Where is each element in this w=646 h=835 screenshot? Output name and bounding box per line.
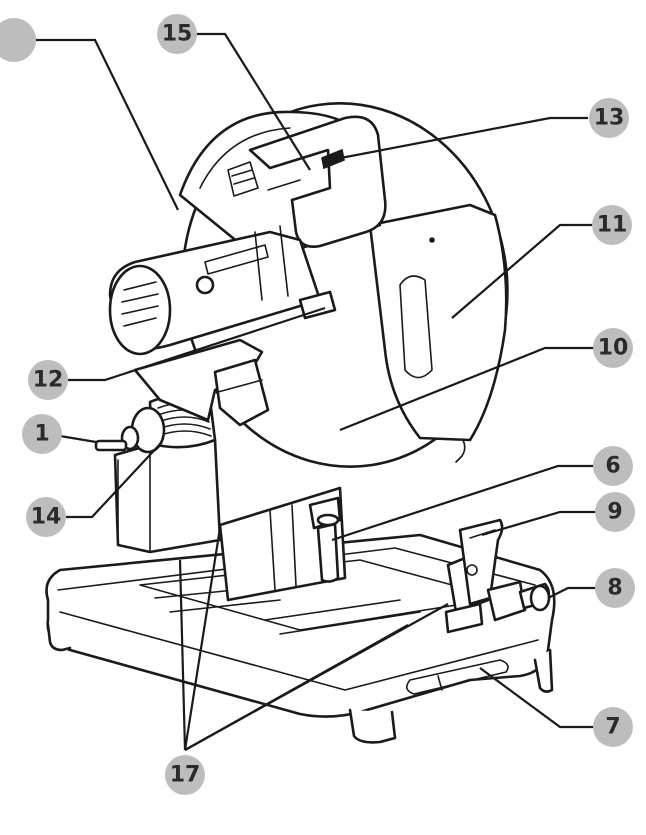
callout-1-text: 1 [34,422,49,447]
wheel-guard [368,203,508,442]
callout-12-text: 12 [33,368,64,393]
callout-1: 1 [22,414,62,454]
saw-illustration [45,102,556,744]
leader-14 [66,441,163,519]
leader-6 [331,464,594,542]
callout-13: 13 [589,98,629,138]
leader-9 [481,510,596,537]
callout-7: 7 [593,707,633,747]
callout-17: 17 [165,755,205,795]
callout-14: 14 [26,497,66,537]
callout-6: 6 [593,446,633,486]
callouts: 15 13 11 10 12 1 14 6 [0,14,635,795]
leader-17a [178,559,187,751]
leader-10 [339,346,594,432]
leader-8 [547,586,596,599]
callout-15: 15 [157,14,197,54]
callout-12: 12 [28,360,68,400]
callout-15-text: 15 [162,22,193,47]
leader-17d [184,603,449,751]
callout-7-text: 7 [605,715,620,740]
leader-unlabeled [36,38,179,211]
callout-8-text: 8 [607,576,622,601]
leader-12 [68,306,326,382]
callout-13-text: 13 [594,106,625,131]
leader-13 [329,116,588,162]
leader-1 [59,434,97,444]
fence-assembly [218,486,347,602]
callout-unlabeled [0,18,36,62]
pivot-arm [133,338,270,427]
callout-17-text: 17 [170,763,201,788]
callout-14-text: 14 [31,505,62,530]
spindle-lock [94,406,166,454]
callout-9-text: 9 [607,500,622,525]
leader-17b [183,527,222,751]
motor-housing [108,225,337,356]
leader-7 [479,667,594,729]
callout-10: 10 [593,328,633,368]
callout-11: 11 [592,205,632,245]
callout-10-text: 10 [598,336,629,361]
callout-8: 8 [595,568,635,608]
leader-15 [196,32,311,171]
leader-lines [36,32,596,751]
pivot-column [113,438,222,554]
callout-9: 9 [595,492,635,532]
callout-6-text: 6 [605,454,620,479]
callout-11-text: 11 [597,213,628,238]
leader-11 [451,223,592,319]
